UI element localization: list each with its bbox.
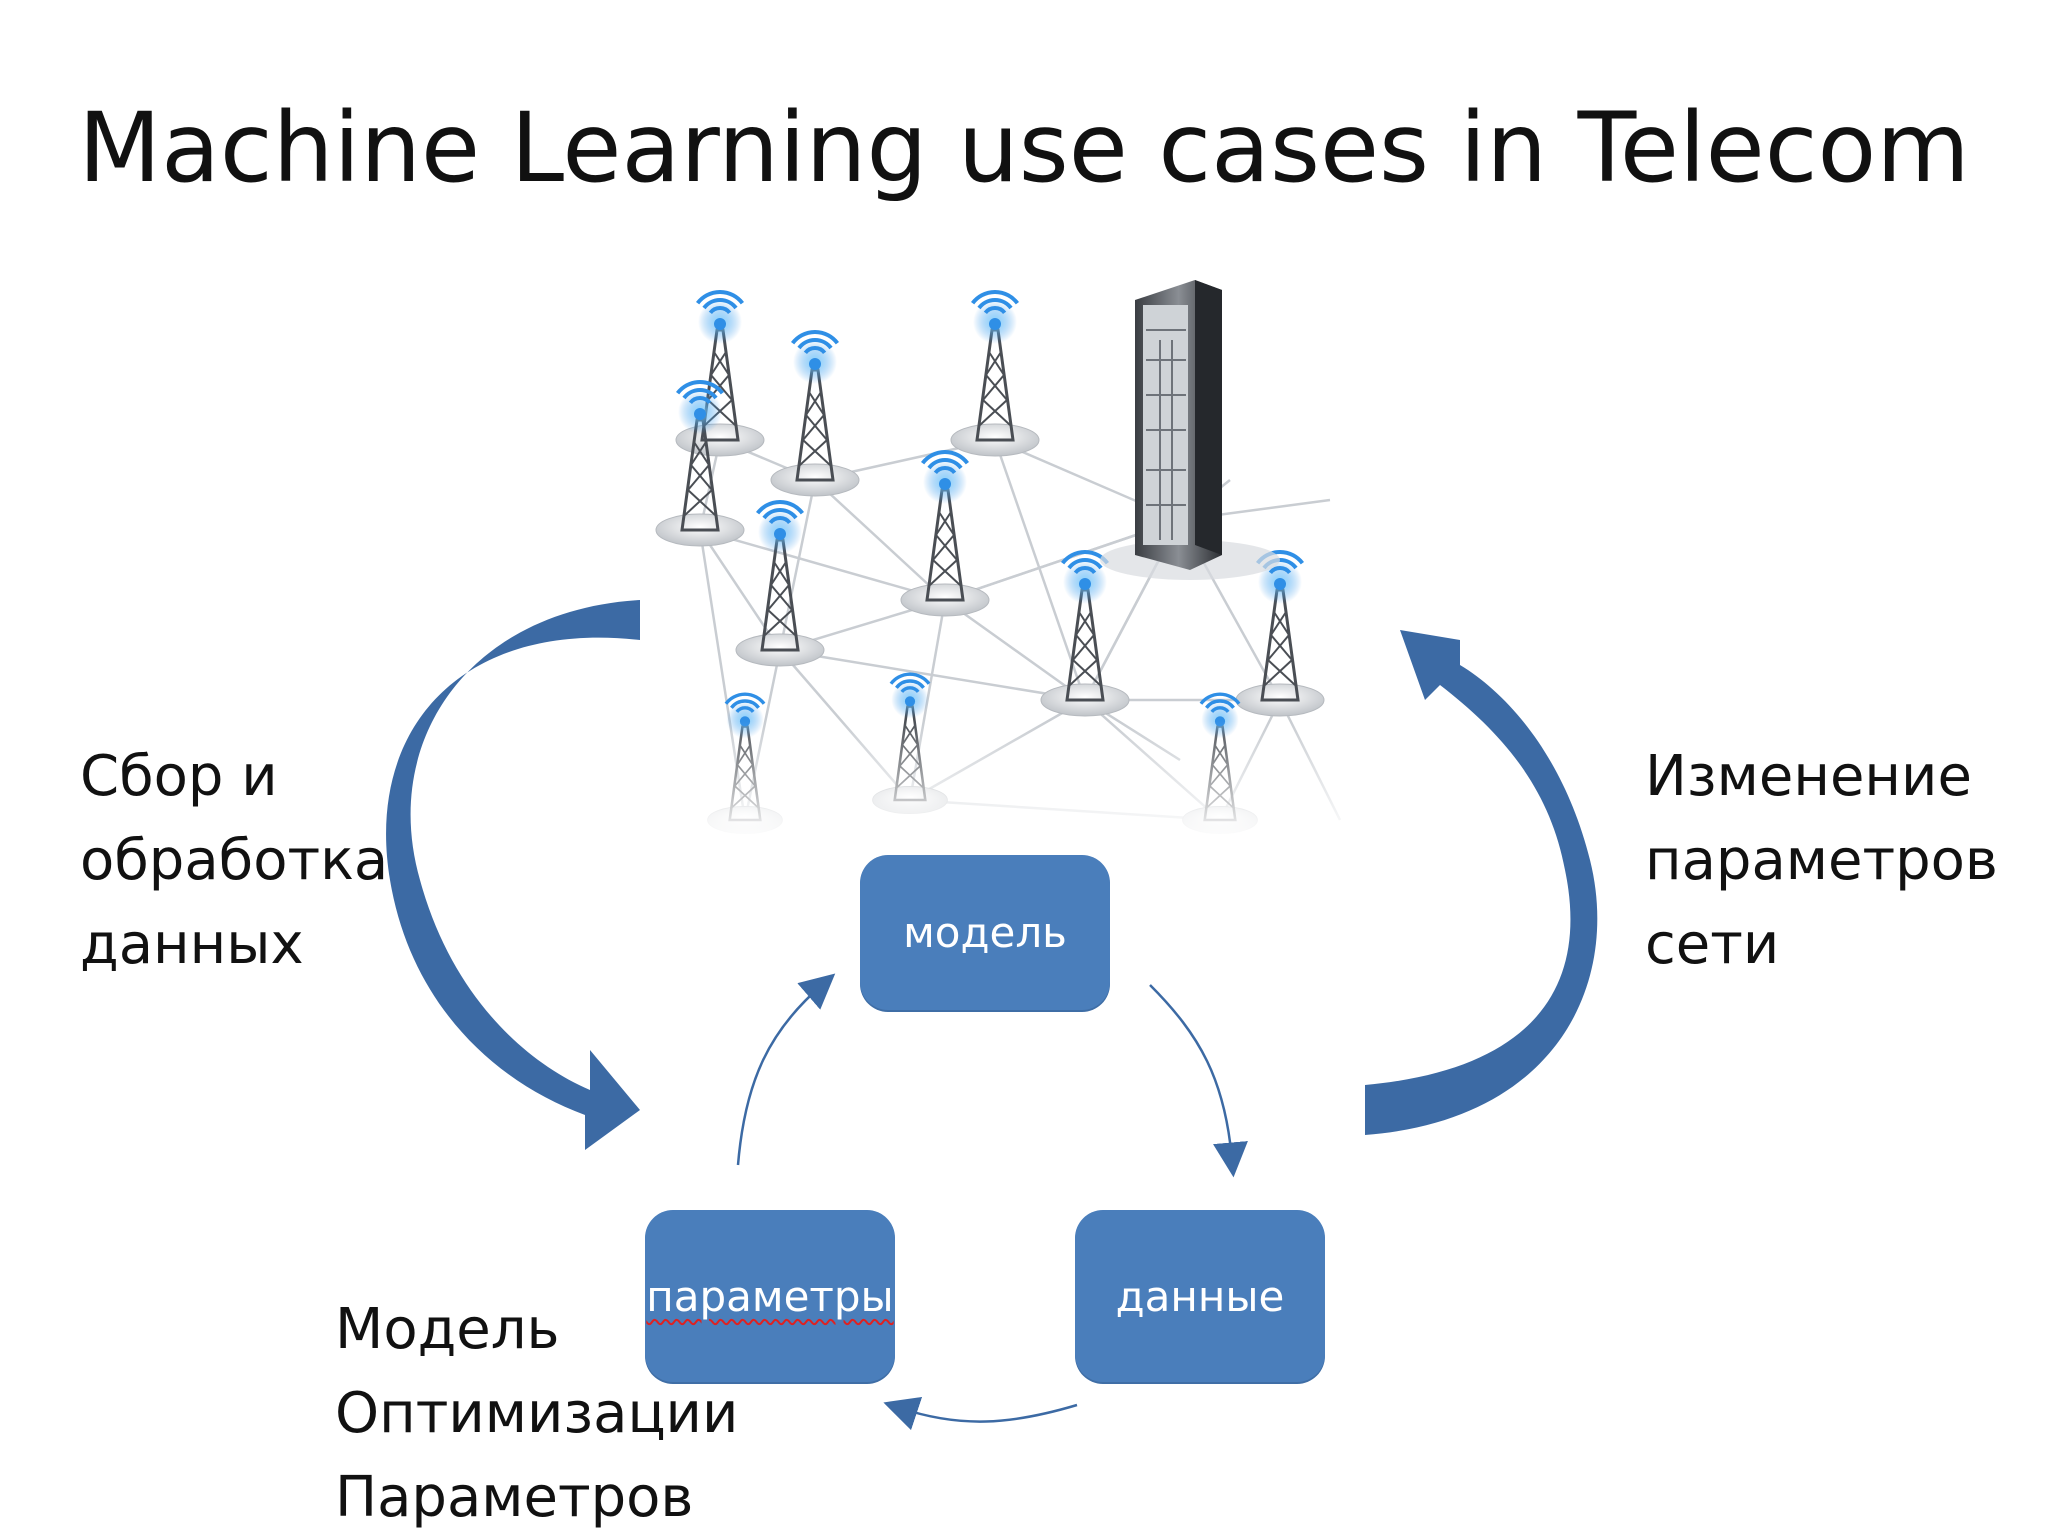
left-curved-arrow	[386, 600, 640, 1150]
data-box: данные	[1075, 1210, 1325, 1382]
server-rack-icon	[1100, 280, 1280, 580]
cell-tower-icon	[675, 290, 765, 457]
model-box-label: модель	[903, 908, 1067, 957]
arrow-model-to-data	[1149, 984, 1248, 1178]
right-curved-arrow	[1365, 630, 1598, 1135]
cell-tower-icon	[735, 500, 825, 667]
model-box: модель	[860, 855, 1110, 1010]
change-network-params-label: Изменение параметров сети	[1645, 744, 1998, 977]
data-box-label: данные	[1115, 1271, 1285, 1321]
parameters-box-label: параметры	[646, 1271, 894, 1321]
cell-tower-icon	[900, 450, 990, 617]
cell-tower-icon	[950, 290, 1040, 457]
parameter-optimization-model-label: Модель Оптимизации Параметров	[335, 1297, 739, 1530]
arrow-data-to-params	[883, 1396, 1078, 1431]
cell-tower-icon	[770, 330, 860, 497]
parameters-box: параметры	[645, 1210, 895, 1382]
collect-process-data-label: Сбор и обработка данных	[80, 744, 389, 977]
page-title: Machine Learning use cases in Telecom	[78, 92, 1970, 204]
cell-tower-icon	[655, 380, 745, 547]
arrow-params-to-model	[736, 973, 836, 1166]
cell-tower-icon	[1040, 550, 1130, 717]
cell-tower-icon	[1235, 550, 1325, 717]
